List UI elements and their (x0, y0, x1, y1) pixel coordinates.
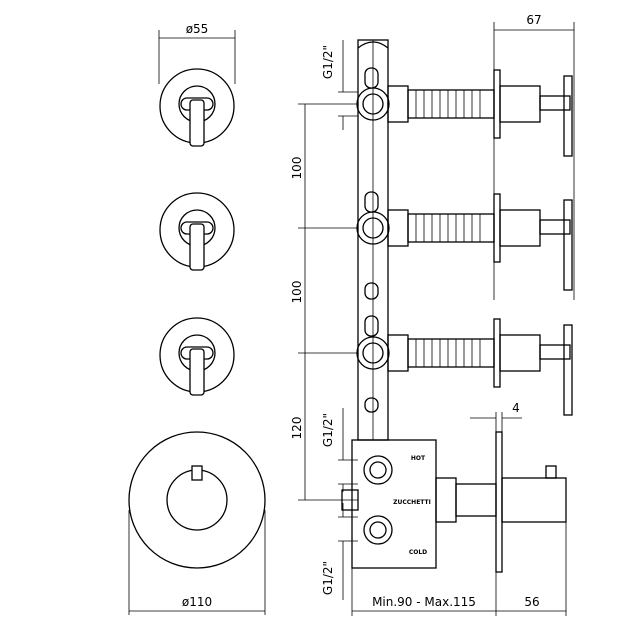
brand-label: ZUCCHETTI (393, 499, 431, 506)
top-right-width-label: 67 (526, 13, 541, 27)
depth-range-label: Min.90 - Max.115 (372, 595, 476, 609)
manifold-side-view: 67 (356, 13, 575, 441)
front-knob-1 (159, 68, 235, 147)
valve-row-3 (356, 318, 573, 416)
spacing-3-label: 120 (290, 417, 304, 440)
mixer-depth-label: 56 (524, 595, 539, 609)
valve-row-2 (356, 193, 573, 291)
front-knob-2 (159, 192, 235, 271)
plate-thickness-label: 4 (512, 401, 520, 415)
cold-label: COLD (409, 549, 427, 556)
spacing-dimensions: 100 100 120 (290, 103, 358, 501)
thread-callouts: G1/2" G1/2" G1/2" (321, 40, 358, 600)
thread-middle-label: G1/2" (321, 413, 335, 447)
front-knob-3 (159, 317, 235, 396)
plate-diameter-label: ø110 (182, 595, 212, 609)
valve-row-1 (356, 69, 573, 157)
plate-thickness-dim: 4 (470, 401, 522, 432)
front-view-column: ø55 ø110 (128, 22, 266, 615)
bottom-dimensions: Min.90 - Max.115 56 (351, 522, 567, 616)
spacing-1-label: 100 (290, 157, 304, 180)
thread-bottom-label: G1/2" (321, 561, 335, 595)
thermostat-front-plate (128, 431, 266, 569)
spacing-2-label: 100 (290, 281, 304, 304)
thread-top-label: G1/2" (321, 45, 335, 79)
thermostat-body: HOT ZUCCHETTI COLD (341, 431, 567, 573)
hot-label: HOT (411, 455, 426, 462)
top-diameter-label: ø55 (186, 22, 209, 36)
